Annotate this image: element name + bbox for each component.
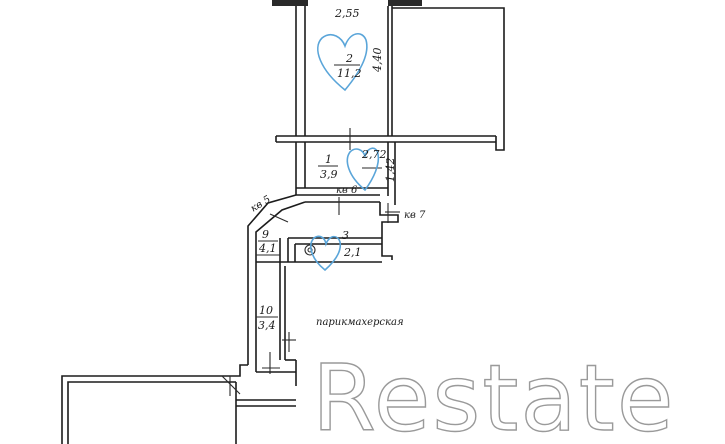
room-1-area: 3,9 [320,168,338,181]
heart-marks [310,33,380,272]
room-1-walls [295,128,396,205]
watermark-text: Restate [312,345,675,444]
room-3-number: 3 [342,229,349,242]
room-10-walls [262,262,296,374]
top-width-dimension: 2,55 [334,7,360,20]
room-9-number: 9 [262,228,269,241]
heart-mark [346,147,380,192]
room-2-area: 11,2 [337,67,362,80]
room-1-depth-dimension: 1,42 [384,158,397,183]
corridor-walls [247,194,400,365]
apartment-6-label: кв 6 [336,185,358,196]
room-10-number: 10 [259,304,273,317]
room-2-length-dimension: 4,40 [371,48,384,74]
bottom-walls [61,359,297,444]
room-9-area: 4,1 [258,242,277,255]
room-2-walls [272,0,505,151]
heart-mark [317,33,368,92]
apartment-7-label: кв 7 [404,210,426,221]
room-10-area: 3,4 [258,319,276,332]
room-3-area: 2,1 [343,246,362,259]
room-2-number: 2 [345,52,353,65]
room-1-number: 1 [325,153,332,166]
salon-label: парикмахерская [316,317,404,328]
heart-mark [310,235,342,272]
room-1-width-dimension: 2,72 [361,148,387,161]
